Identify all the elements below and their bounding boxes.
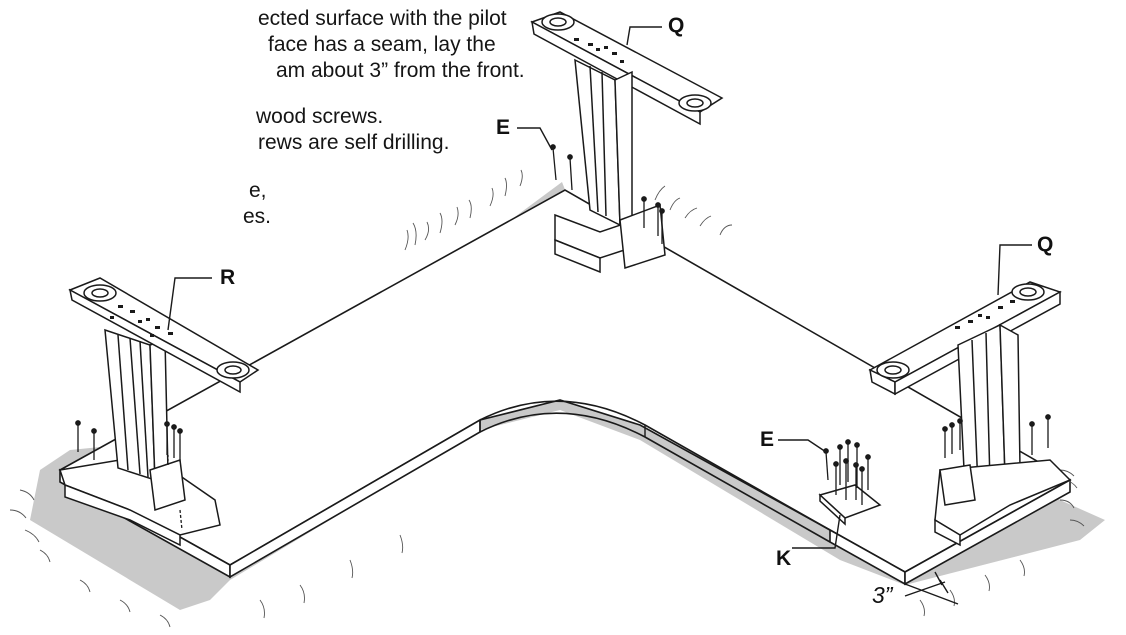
instruction-line-4: wood screws. [256, 105, 384, 128]
instruction-line-7: es. [243, 205, 272, 228]
floor-fringe [9, 169, 1085, 628]
dimension-3in [904, 571, 959, 605]
plate-k [818, 484, 882, 526]
desk-curved-edge [479, 400, 831, 531]
leg-r [59, 277, 260, 547]
callout-leaders [167, 26, 1032, 549]
label-e-top: E [496, 116, 511, 139]
screws-plate [823, 439, 871, 505]
instruction-line-2: face has a seam, lay the [268, 33, 496, 56]
instruction-line-3: am about 3” from the front. [276, 59, 525, 82]
screws-right [942, 414, 1051, 458]
leg-q-right [868, 281, 1072, 547]
screws-left [75, 420, 183, 531]
label-q-right: Q [1037, 233, 1054, 256]
label-q-top: Q [668, 14, 685, 37]
label-e-right: E [760, 428, 775, 451]
dimension-label: 3” [872, 582, 893, 608]
leg-q-center [530, 11, 724, 274]
instruction-line-5: rews are self drilling. [258, 131, 450, 154]
screws-center [550, 144, 665, 244]
label-r: R [220, 266, 236, 289]
instruction-line-1: ected surface with the pilot [258, 7, 507, 30]
label-k: K [776, 547, 792, 570]
instruction-line-6: e, [249, 179, 267, 202]
